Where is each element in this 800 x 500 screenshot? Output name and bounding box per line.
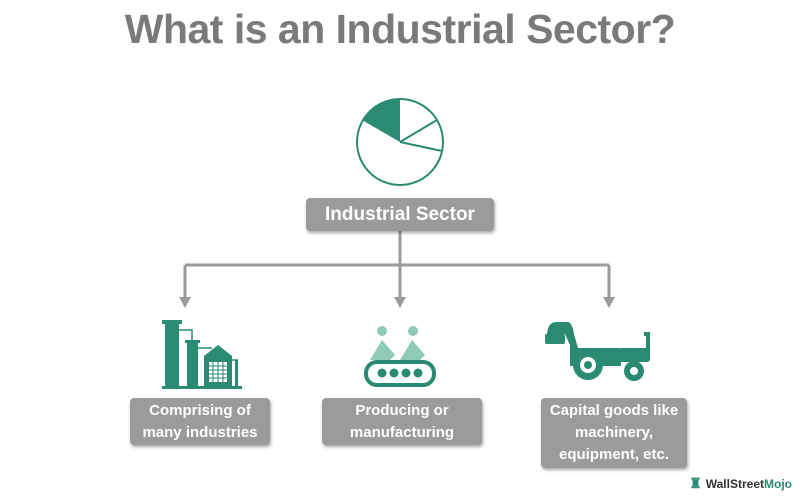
connector-lines [183, 231, 611, 298]
arrow-heads [179, 297, 615, 308]
wallstreetmojo-logo: ♜ WallStreetMojo [689, 475, 792, 492]
tractor-icon [545, 322, 650, 381]
pie-chart-icon [356, 98, 444, 186]
branch-box-manufacturing: Producing or manufacturing [322, 398, 482, 445]
logo-text-2: Mojo [764, 476, 792, 491]
page-title: What is an Industrial Sector? [124, 6, 676, 52]
logo-icon: ♜ [689, 475, 702, 491]
conveyor-belt-workers-icon [364, 326, 436, 387]
branch-box-capital-goods: Capital goods like machinery, equipment,… [541, 398, 687, 468]
logo-text-1: WallStreet [705, 476, 764, 491]
branch-box-industries: Comprising of many industries [130, 398, 270, 445]
factory-icon [162, 320, 242, 389]
industrial-sector-box: Industrial Sector [306, 198, 494, 231]
